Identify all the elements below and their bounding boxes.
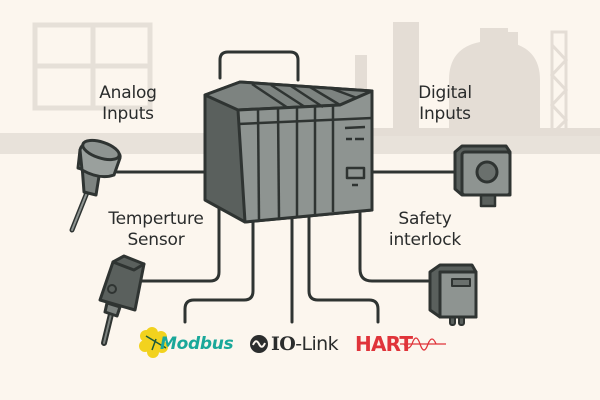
iolink-logo-text: IO-Link xyxy=(271,333,339,355)
safety-interlock-switch-icon xyxy=(428,263,478,326)
hart-wave-icon xyxy=(400,337,446,351)
analog-probe-sensor-icon xyxy=(69,138,122,233)
wire-top-loop xyxy=(218,50,300,82)
digital-inputs-label: Digital Inputs xyxy=(405,83,485,125)
safety-label-line1: Safety xyxy=(398,209,452,229)
modbus-logo-icon xyxy=(139,327,168,358)
analog-label-line2: Inputs xyxy=(102,104,154,124)
iolink-logo-icon xyxy=(250,335,268,353)
analog-inputs-label: Analog Inputs xyxy=(88,83,168,125)
window-silhouette xyxy=(32,22,153,111)
temperature-sensor-icon xyxy=(98,254,146,346)
wire-temp xyxy=(140,193,221,283)
digital-label-line1: Digital xyxy=(418,83,472,103)
safety-label-line2: interlock xyxy=(388,230,462,250)
wire-hart xyxy=(307,203,380,324)
temperature-label-line2: Sensor xyxy=(127,230,185,250)
wires xyxy=(115,50,457,324)
temperature-sensor-label: Temperture Sensor xyxy=(100,209,212,251)
iolink-logo-bold: IO xyxy=(271,333,296,355)
tower-silhouette xyxy=(549,30,569,136)
wire-modbus xyxy=(183,208,255,324)
hart-logo: HART xyxy=(355,331,413,357)
plc-controller-icon xyxy=(203,80,374,224)
modbus-logo: Modbus xyxy=(160,331,234,357)
modbus-logo-text: Modbus xyxy=(160,334,234,354)
temperature-label-line1: Temperture xyxy=(108,209,204,229)
iolink-logo-rest: -Link xyxy=(295,333,339,355)
safety-interlock-label: Safety interlock xyxy=(380,209,470,251)
digital-label-line2: Inputs xyxy=(419,104,471,124)
hart-logo-text: HART xyxy=(355,332,413,356)
analog-label-line1: Analog xyxy=(99,83,157,103)
proximity-sensor-icon xyxy=(453,144,512,208)
wire-safety xyxy=(358,198,430,283)
iolink-logo: IO-Link xyxy=(271,331,339,357)
